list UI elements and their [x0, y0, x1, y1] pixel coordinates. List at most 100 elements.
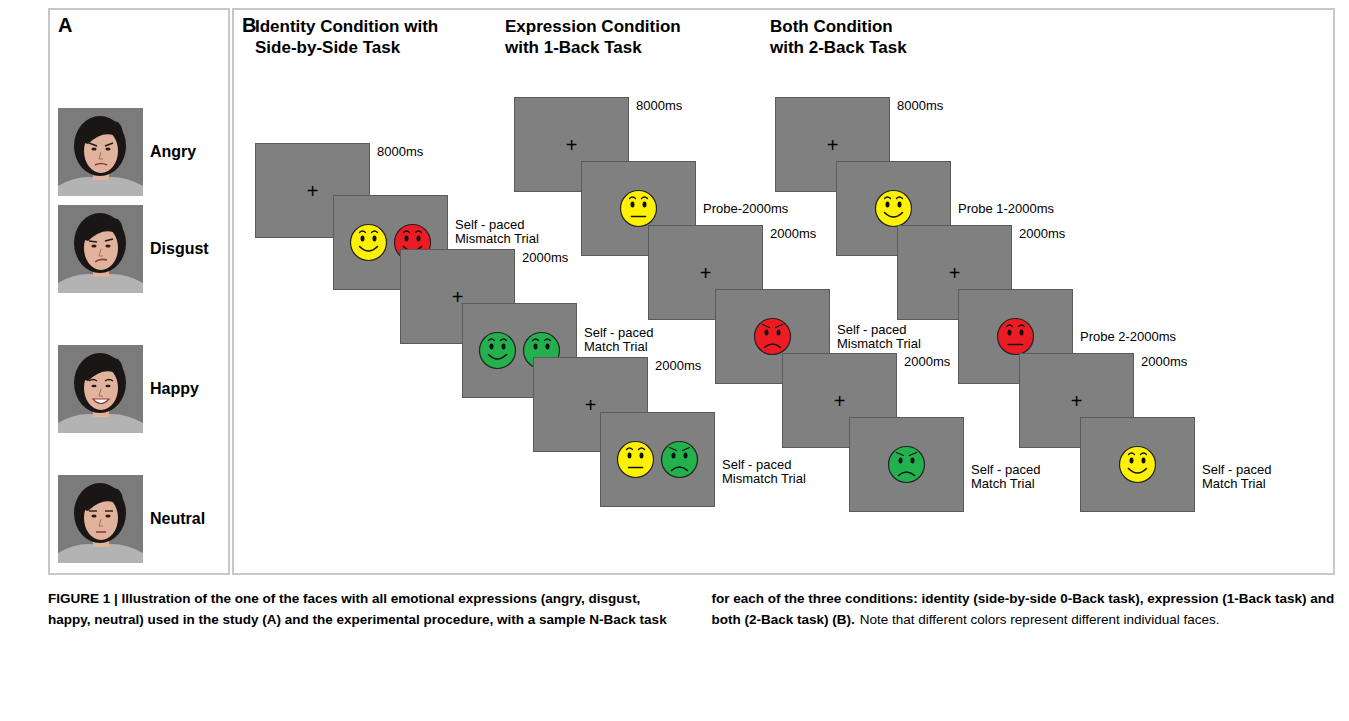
smiley-head — [755, 319, 791, 355]
photo-bangs — [76, 488, 123, 511]
text-slot: Self - paced Match Trial — [971, 463, 1063, 491]
face-photo: Happy — [58, 345, 207, 433]
photo-brow — [89, 241, 97, 242]
text-slot: Neutral — [150, 475, 205, 563]
smiley-eye — [1008, 330, 1012, 336]
smiley-brow — [897, 453, 904, 456]
smiley-head — [889, 447, 925, 483]
photo-hair — [74, 483, 126, 543]
smiley-eye — [898, 202, 902, 208]
stimulus-screen: Self - paced Match Trial — [849, 417, 964, 512]
duration-label: 2000ms — [655, 358, 701, 373]
text-slot: 2000ms — [1019, 226, 1065, 241]
photo-eye — [91, 147, 96, 150]
smiley-eye — [765, 330, 769, 336]
photo-brow — [105, 510, 113, 511]
smiley-face — [351, 225, 387, 261]
photo-background — [58, 205, 143, 293]
trial-label: Self - paced Mismatch Trial — [837, 323, 929, 351]
trial-label: Self - paced Match Trial — [584, 326, 676, 354]
photo-hair — [74, 213, 126, 273]
smiley-brow — [642, 197, 648, 199]
fixation-cross: + — [585, 395, 597, 415]
smiley-eye — [417, 236, 421, 242]
text-slot: 2000ms — [1141, 354, 1187, 369]
smiley-brow — [627, 448, 633, 450]
smiley-faces — [1081, 418, 1194, 511]
duration-label: 8000ms — [377, 144, 423, 159]
photo-bangs — [76, 358, 123, 381]
photo-eye — [105, 385, 110, 387]
face-photo: Disgust — [58, 205, 217, 293]
smiley-head — [621, 191, 657, 227]
smiley-brow — [910, 453, 917, 456]
photo-bangs — [76, 121, 123, 144]
duration-label: 2000ms — [1019, 226, 1065, 241]
expression-label: Disgust — [150, 240, 209, 258]
duration-label: 2000ms — [904, 354, 950, 369]
smiley-brow — [1007, 325, 1013, 327]
smiley-eye — [899, 458, 903, 464]
fixation-cross: + — [307, 181, 319, 201]
smiley-mouth — [672, 467, 688, 471]
smiley-eye — [361, 236, 365, 242]
smiley-brow — [489, 339, 495, 341]
smiley-face — [889, 447, 925, 483]
smiley-eye — [534, 344, 538, 350]
photo-mouth — [93, 399, 109, 404]
smiley-eye — [628, 453, 632, 459]
smiley-brow — [1129, 453, 1135, 455]
fixation-cross: + — [949, 263, 961, 283]
smiley-eye — [672, 453, 676, 459]
photo-bangs — [76, 218, 123, 241]
smiley-eye — [490, 344, 494, 350]
smiley-eye — [405, 236, 409, 242]
smiley-brow — [897, 197, 903, 199]
expression-label: Happy — [150, 380, 199, 398]
duration-label: 2000ms — [522, 250, 568, 265]
face-photo-image — [58, 108, 143, 196]
duration-label: 8000ms — [636, 98, 682, 113]
smiley-brow — [545, 339, 551, 341]
smiley-face — [1120, 447, 1156, 483]
photo-brow — [89, 143, 97, 146]
condition-title: Expression Condition with 1-Back Task — [505, 16, 710, 58]
smiley-eye — [777, 330, 781, 336]
smiley-eye — [643, 202, 647, 208]
text-slot: 2000ms — [770, 226, 816, 241]
condition-title: Both Condition with 2-Back Task — [770, 16, 930, 58]
smiley-eye — [546, 344, 550, 350]
photo-eye — [105, 244, 110, 247]
smiley-brow — [533, 339, 539, 341]
expression-label: Angry — [150, 143, 196, 161]
stimulus-screen: Self - paced Mismatch Trial — [600, 412, 715, 507]
trial-label: Probe 1-2000ms — [958, 202, 1054, 216]
smiley-head — [876, 191, 912, 227]
smiley-face — [876, 191, 912, 227]
smiley-face — [662, 442, 698, 478]
text-slot: 2000ms — [904, 354, 950, 369]
smiley-eye — [1020, 330, 1024, 336]
smiley-face — [998, 319, 1034, 355]
panel-frame: AAngryDisgustHappyNeutral — [48, 8, 230, 575]
stimulus-screen: Self - paced Match Trial — [1080, 417, 1195, 512]
photo-nose — [99, 389, 103, 396]
panel-letter: B — [242, 14, 256, 37]
text-slot: 2000ms — [655, 358, 701, 373]
smiley-brow — [683, 448, 690, 451]
photo-nose — [99, 519, 103, 526]
smiley-mouth — [360, 247, 378, 252]
fixation-cross: + — [566, 135, 578, 155]
smiley-eye — [502, 344, 506, 350]
smiley-brow — [885, 197, 891, 199]
duration-label: 8000ms — [897, 98, 943, 113]
fixation-cross: + — [700, 263, 712, 283]
face-photo: Neutral — [58, 475, 214, 563]
smiley-eye — [640, 453, 644, 459]
face-photo-image — [58, 475, 143, 563]
smiley-eye — [1142, 458, 1146, 464]
text-slot: Probe 2-2000ms — [1080, 330, 1176, 344]
smiley-brow — [1019, 325, 1025, 327]
text-slot: Self - paced Match Trial — [1202, 463, 1294, 491]
